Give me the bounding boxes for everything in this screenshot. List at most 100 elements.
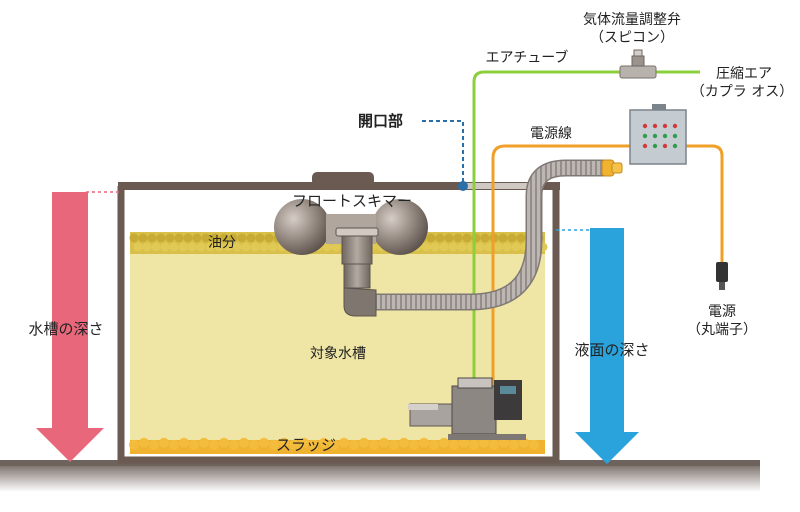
oil-bubble <box>142 242 152 252</box>
sludge-bubble <box>509 439 519 450</box>
oil-bubble <box>133 242 143 252</box>
oil-bubble <box>444 233 454 243</box>
gas-valve-label: 気体流量調整弁 <box>583 12 681 28</box>
power-source-label: 電源 <box>708 304 736 320</box>
sludge-bubble <box>339 437 349 448</box>
sludge-bubble <box>519 437 529 448</box>
speed-controller-icon <box>619 49 657 79</box>
sludge-bubble <box>499 437 509 448</box>
sludge-bubble <box>319 437 329 448</box>
sludge-bubble <box>199 437 209 448</box>
power-cable-label: 電源線 <box>530 126 572 142</box>
compressed-air-label: 圧縮エア <box>716 66 772 82</box>
ground <box>0 462 760 492</box>
float-skimmer <box>274 199 428 317</box>
sludge-bubble <box>229 439 239 450</box>
sludge-bubble <box>389 439 399 450</box>
oil-bubble <box>516 233 526 243</box>
sludge-bubble <box>189 439 199 450</box>
sludge-bubble <box>279 437 289 448</box>
ring-terminal <box>716 262 728 282</box>
oil-bubble <box>192 233 202 243</box>
control-box <box>629 104 687 165</box>
sludge-bubble <box>489 439 499 450</box>
opening-marker <box>458 181 468 191</box>
oil-bubble <box>241 242 251 252</box>
oil-bubble <box>255 233 265 243</box>
oil-bubble <box>493 242 503 252</box>
sludge-bubble <box>359 437 369 448</box>
sludge-bubble <box>179 437 189 448</box>
sludge-bubble <box>299 437 309 448</box>
sludge-bubble <box>469 439 479 450</box>
air-tube-label: エアチューブ <box>486 49 569 66</box>
sludge-bubble <box>409 439 419 450</box>
sludge-bubble <box>259 437 269 448</box>
oil-bubble <box>498 233 508 243</box>
oil-bubble <box>156 233 166 243</box>
gas-valve-sublabel: （スピコン） <box>590 30 674 46</box>
oil-bubble <box>178 242 188 252</box>
sludge-bubble <box>159 437 169 448</box>
oil-bubble <box>475 242 485 252</box>
oil-bubble <box>462 233 472 243</box>
manhole-cover <box>312 172 374 186</box>
sludge-bubble <box>369 439 379 450</box>
sludge-bubble <box>169 439 179 450</box>
sludge-bubble <box>349 439 359 450</box>
power-source-sublabel: （丸端子） <box>687 322 757 338</box>
power-cable-out <box>686 144 724 262</box>
oil-bubble <box>205 242 215 252</box>
oil-bubble <box>214 242 224 252</box>
oil-bubble <box>169 242 179 252</box>
sludge-bubble <box>399 437 409 448</box>
oil-bubble <box>268 242 278 252</box>
oil-bubble <box>174 233 184 243</box>
oil-bubble <box>250 242 260 252</box>
oil-bubble <box>331 242 341 252</box>
sludge-bubble <box>289 439 299 450</box>
sludge-bubble <box>139 437 149 448</box>
sludge-bubble <box>209 439 219 450</box>
oil-bubble <box>259 242 269 252</box>
float-skimmer-label: フロートスキマー <box>292 192 412 210</box>
oil-bubble <box>421 242 431 252</box>
oil-bubble <box>165 233 175 243</box>
oil-bubble <box>507 233 517 243</box>
sludge-bubble <box>419 437 429 448</box>
oil-bubble <box>147 233 157 243</box>
oil-bubble <box>480 233 490 243</box>
sludge-bubble <box>249 439 259 450</box>
sludge-bubble <box>449 439 459 450</box>
sludge-layer <box>129 437 545 454</box>
liquid-depth-arrow <box>575 228 639 464</box>
oil-bubble <box>129 233 139 243</box>
oil-bubble <box>223 242 233 252</box>
oil-bubble <box>430 242 440 252</box>
oil-bubble <box>201 233 211 243</box>
sludge-bubble <box>479 437 489 448</box>
hose-coupling <box>601 159 623 177</box>
tank-wall <box>117 186 560 464</box>
oil-bubble <box>264 233 274 243</box>
oil-bubble <box>322 242 332 252</box>
sludge-bubble <box>129 439 139 450</box>
sludge-bubble <box>239 437 249 448</box>
oil-bubble <box>435 233 445 243</box>
sludge-bubble <box>529 439 539 450</box>
oil-bubble <box>187 242 197 252</box>
compressed-air-sublabel: （カプラ オス） <box>691 84 793 100</box>
oil-bubble <box>151 242 161 252</box>
tank-depth-arrow <box>36 192 104 462</box>
oil-bubble <box>183 233 193 243</box>
sludge-bubble <box>269 439 279 450</box>
target-tank-label: 対象水槽 <box>310 346 366 362</box>
liquid-depth-label: 液面の深さ <box>574 341 649 359</box>
oil-bubble <box>246 233 256 243</box>
sludge-bubble <box>219 437 229 448</box>
oil-bubble <box>160 242 170 252</box>
oil-bubble <box>210 233 220 243</box>
oil-bubble <box>237 233 247 243</box>
sludge-bubble <box>459 437 469 448</box>
